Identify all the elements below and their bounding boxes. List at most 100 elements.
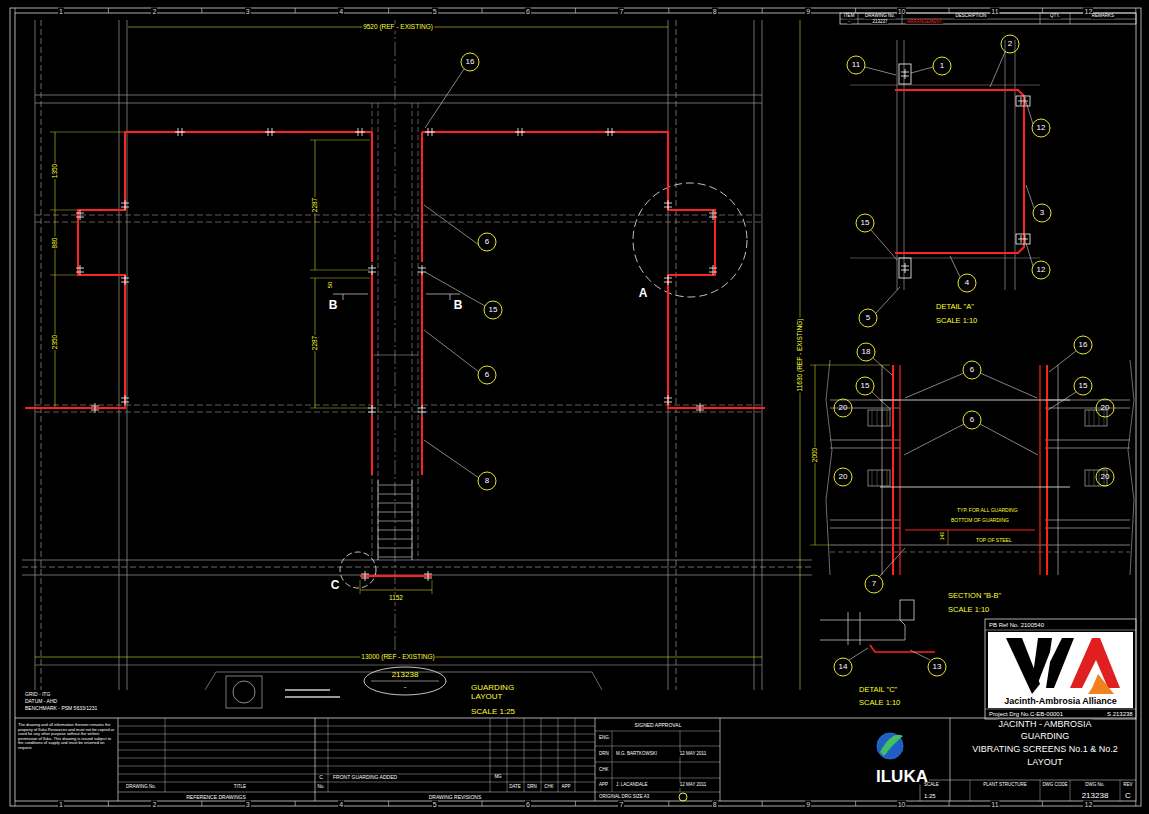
drawing-label: FRONT GUARDING ADDED <box>332 775 398 780</box>
title-rule <box>118 718 119 801</box>
ladder-rung <box>378 503 412 504</box>
table-rule <box>118 766 595 767</box>
drawing-label: 8 <box>712 7 718 14</box>
table-rule <box>970 780 971 801</box>
grid-tick <box>949 801 950 806</box>
grid-tick <box>575 8 576 13</box>
title-rule <box>315 718 316 801</box>
bolt-mark <box>668 200 669 210</box>
grid-tick <box>1042 801 1043 806</box>
column-line <box>119 20 120 690</box>
ladder-rung <box>378 539 412 540</box>
beam-line <box>35 95 762 96</box>
leader-line <box>911 67 933 73</box>
drawing-label: CHK <box>543 785 555 790</box>
drawing-label: APP <box>560 785 571 790</box>
drawing-label: SCALE 1:10 <box>858 699 901 707</box>
logo-chevron <box>1070 638 1120 688</box>
drawing-label: MG <box>493 775 502 780</box>
bolt-mark <box>355 132 365 133</box>
bolt-mark <box>1018 239 1028 240</box>
callout-circle <box>1074 377 1092 395</box>
drawing-label: PB Ref No. 2100540 <box>988 622 1045 628</box>
leader-line <box>1049 351 1076 372</box>
table-rule <box>558 718 559 792</box>
callout-circle <box>1001 35 1019 53</box>
logo-text: Jacinth-Ambrosia Alliance <box>1004 697 1117 706</box>
drawing-label: DRN <box>526 785 538 790</box>
callout-circle <box>834 468 852 486</box>
oval-divider <box>371 681 439 682</box>
table-rule <box>595 731 720 732</box>
callout-circle <box>865 575 883 593</box>
break-line <box>826 360 832 575</box>
drawing-label: 5 <box>432 7 438 14</box>
drawing-label: 3 <box>245 800 251 807</box>
drawing-label: S 213238 <box>1106 711 1134 717</box>
table-rule <box>1120 780 1121 801</box>
drawing-label: 10 <box>897 800 907 807</box>
scale-bar <box>285 696 340 698</box>
bolt-mark <box>515 132 525 133</box>
post-line <box>1058 365 1059 575</box>
bolt-mark <box>905 69 906 79</box>
table-rule <box>118 726 595 727</box>
drawing-label: 2000 <box>812 447 819 463</box>
bolt-mark <box>425 132 435 133</box>
grid-tick <box>762 801 763 806</box>
detail-circle <box>633 183 747 297</box>
clamp-bracket <box>1016 96 1030 106</box>
drawing-label: GUARDING LAYOUT <box>470 683 520 701</box>
grid-tick <box>855 801 856 806</box>
drawing-label: DESCRIPTION <box>955 14 988 19</box>
title-rule <box>720 718 721 801</box>
bolt-mark <box>372 405 373 415</box>
callout-number: 8 <box>484 477 490 485</box>
detail-circle <box>340 552 376 588</box>
beam-line <box>830 520 900 521</box>
post-line <box>882 365 883 575</box>
drawing-label: SCALE 1:10 <box>947 606 990 614</box>
callout-circle <box>484 301 502 319</box>
drawing-label: 3 <box>245 7 251 14</box>
callout-circle <box>1032 119 1050 137</box>
drawing-label: JACINTH - AMBROSIA <box>997 720 1092 729</box>
bolt-mark <box>125 275 126 285</box>
beam-line <box>830 440 900 441</box>
drawing-label: SCALE 1:10 <box>935 317 978 325</box>
leader-line <box>849 648 868 660</box>
drawing-label: 2 <box>151 7 157 14</box>
mesh-hatch <box>1094 470 1095 486</box>
guard-panel <box>371 415 373 475</box>
bolt-mark <box>605 132 615 133</box>
table-rule <box>328 718 329 792</box>
guard-panel <box>421 415 423 475</box>
table-rule <box>612 731 613 792</box>
table-rule <box>118 742 595 743</box>
table-rule <box>985 630 1136 631</box>
callout-circle <box>859 309 877 327</box>
drawing-label: BENCHMARK - PSM 5633/1231 <box>24 706 98 711</box>
section-cut <box>333 294 368 295</box>
grid-tick <box>201 8 202 13</box>
mesh-hatch <box>1089 410 1090 426</box>
break-line <box>1128 360 1134 575</box>
beam-line <box>22 575 812 576</box>
drawing-label: DATUM - AHD <box>24 699 58 704</box>
drawing-label: 1152 <box>388 595 404 602</box>
drawing-label: ARRANGEMENT <box>906 19 943 24</box>
drawing-label: C <box>1124 792 1132 800</box>
callout-number: 18 <box>861 348 872 356</box>
drawing-label: SCALE 1:25 <box>470 708 516 716</box>
beam-line <box>22 560 812 561</box>
leader-line <box>871 230 897 260</box>
drawing-label: A <box>638 287 649 299</box>
callout-number: 15 <box>488 306 499 314</box>
drawing-number-oval: 213238- <box>363 666 447 696</box>
drawing-label: GUARDING <box>1020 732 1071 741</box>
callout-number: 5 <box>865 314 871 322</box>
beam-line <box>412 103 413 560</box>
table-rule <box>575 718 576 792</box>
guard-panel <box>371 132 373 262</box>
extension-line <box>310 140 370 141</box>
